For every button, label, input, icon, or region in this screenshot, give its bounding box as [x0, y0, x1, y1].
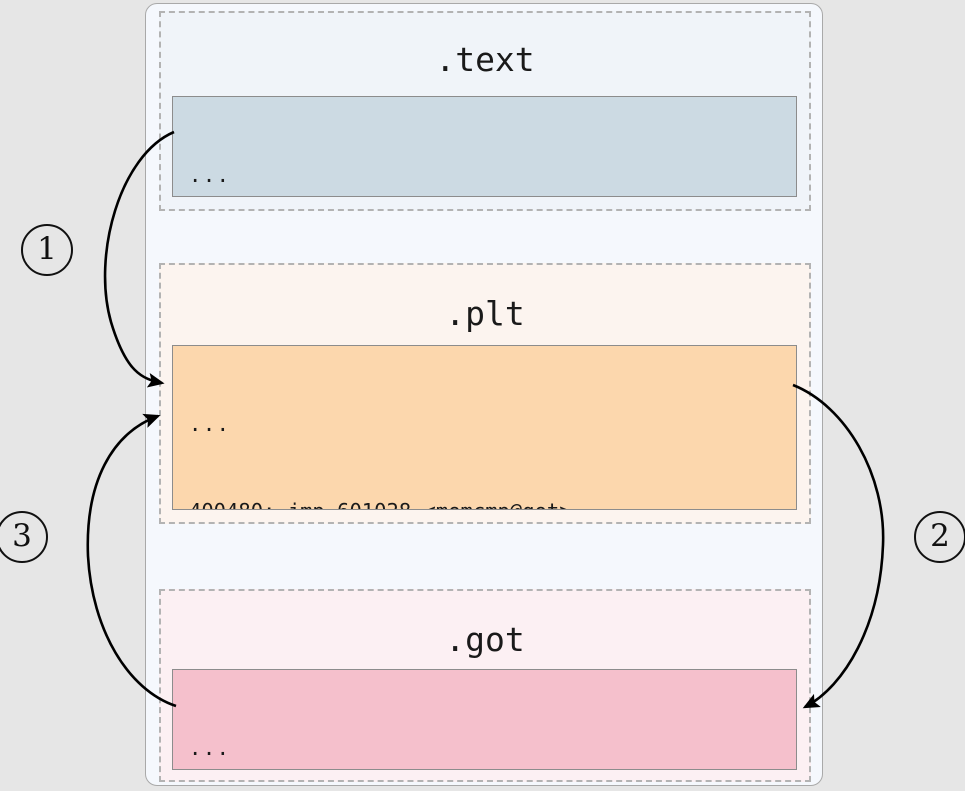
step-badge-1: 1: [21, 224, 73, 276]
section-got-title: .got: [445, 620, 525, 659]
section-text: .text ... 400637: jmp 400480 <memcmp@plt…: [159, 11, 811, 211]
step-badge-2: 2: [914, 511, 965, 563]
code-box-text: ... 400637: jmp 400480 <memcmp@plt> ...: [172, 96, 797, 197]
binary-image-container: .text ... 400637: jmp 400480 <memcmp@plt…: [145, 3, 823, 786]
section-plt-title: .plt: [445, 294, 525, 333]
section-got: .got ... 601028: 0x400486 ...: [159, 589, 811, 782]
code-line: 400480: jmp 601028 <memcmp@got>: [189, 497, 782, 509]
code-line: ...: [189, 736, 231, 760]
section-text-title: .text: [435, 40, 535, 79]
code-box-got: ... 601028: 0x400486 ...: [172, 669, 797, 770]
section-plt: .plt ... 400480: jmp 601028 <memcmp@got>…: [159, 263, 811, 524]
code-box-plt: ... 400480: jmp 601028 <memcmp@got> 4004…: [172, 345, 797, 510]
step-badge-3: 3: [0, 511, 48, 563]
code-line: ...: [189, 163, 231, 187]
code-line: ...: [189, 412, 231, 436]
